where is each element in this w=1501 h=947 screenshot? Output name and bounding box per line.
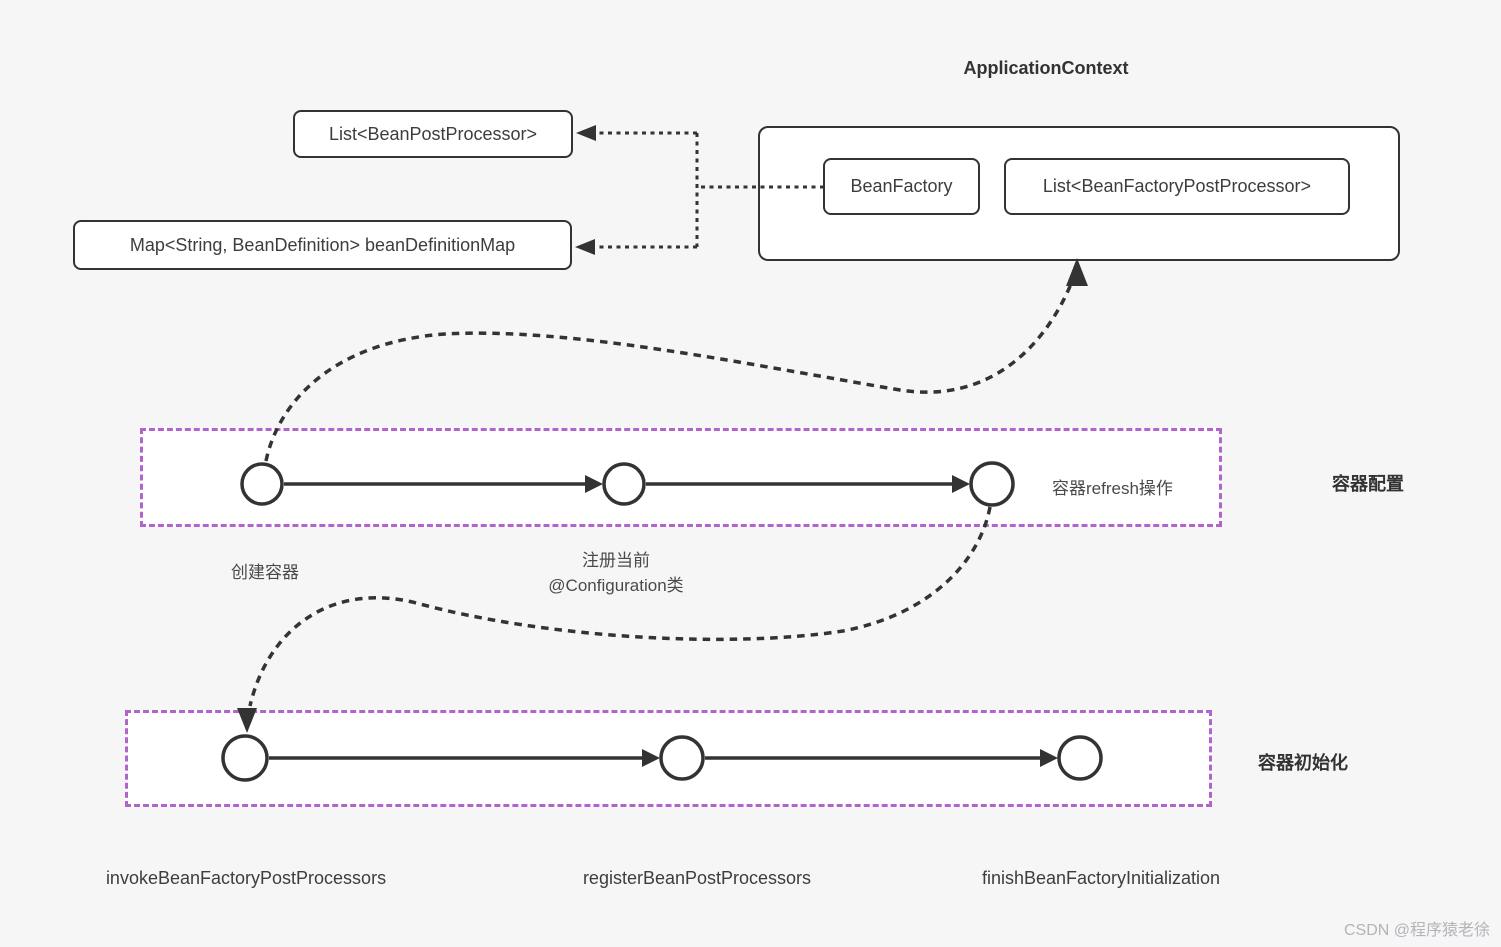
bean-factory-post-processor-list-label: List<BeanFactoryPostProcessor>: [1042, 176, 1312, 196]
register-configuration-label-line2: @Configuration类: [548, 576, 684, 595]
bean-definition-map-label: Map<String, BeanDefinition> beanDefiniti…: [129, 234, 516, 255]
invoke-bean-factory-post-processors-label: invokeBeanFactoryPostProcessors: [105, 868, 387, 888]
bean-factory-label: BeanFactory: [850, 176, 953, 196]
bean-post-processor-list-label: List<BeanPostProcessor>: [328, 123, 538, 144]
register-configuration-label: 注册当前 @Configuration类: [466, 546, 766, 596]
container-refresh-note: 容器refresh操作: [1052, 479, 1173, 498]
register-configuration-label-line1: 注册当前: [582, 551, 650, 570]
stage-config-section-label: 容器配置: [1332, 474, 1404, 494]
stage-container-init-box: [125, 710, 1212, 807]
bean-factory-post-processor-list-box: List<BeanFactoryPostProcessor>: [1004, 158, 1350, 215]
stage-init-section-label: 容器初始化: [1258, 753, 1348, 773]
curve-refresh-to-init-stage: [248, 506, 992, 707]
bean-post-processor-list-box: List<BeanPostProcessor>: [293, 110, 573, 158]
arrowhead-to-beanpostprocessors: [576, 125, 596, 141]
finish-bean-factory-initialization-label: finishBeanFactoryInitialization: [981, 868, 1221, 888]
create-container-label: 创建容器: [231, 563, 299, 582]
bean-definition-map-box: Map<String, BeanDefinition> beanDefiniti…: [73, 220, 572, 270]
application-context-title: ApplicationContext: [963, 58, 1129, 78]
arrowhead-to-beandefinitionmap: [575, 239, 595, 255]
register-bean-post-processors-label: registerBeanPostProcessors: [582, 868, 812, 888]
csdn-watermark: CSDN @程序猿老徐: [1343, 922, 1490, 939]
arrowhead-to-applicationcontext: [1066, 258, 1088, 286]
bean-factory-box: BeanFactory: [823, 158, 980, 215]
